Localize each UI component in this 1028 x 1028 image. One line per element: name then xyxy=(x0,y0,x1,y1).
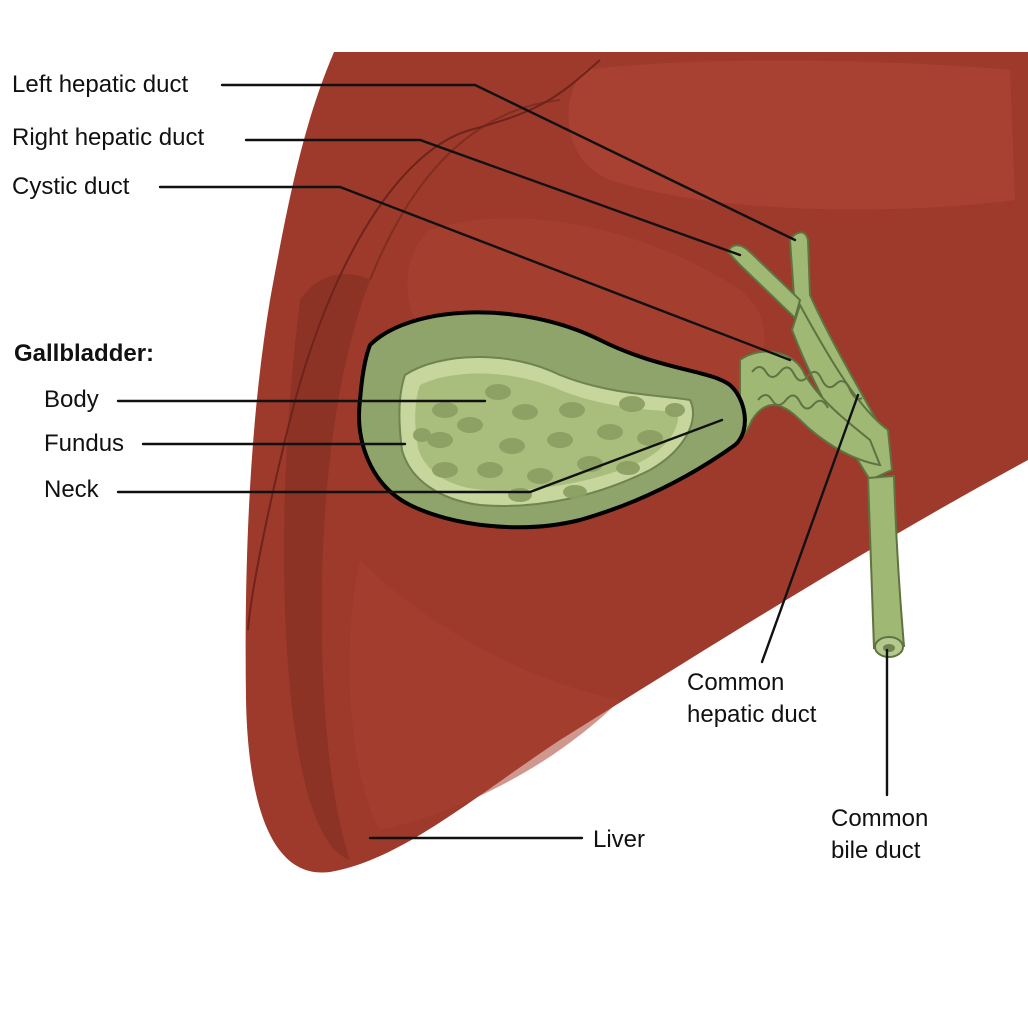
label-right-hepatic-duct: Right hepatic duct xyxy=(12,124,204,151)
leader-left-hepatic-duct xyxy=(220,83,797,242)
leader-lines xyxy=(116,83,889,840)
label-common-bile-duct-line2: bile duct xyxy=(831,837,921,864)
liver-highlight xyxy=(568,60,1015,210)
label-common-hepatic-duct-line1: Common xyxy=(687,669,784,696)
cystic-duct-folds xyxy=(751,366,863,400)
common-bile-duct-shape xyxy=(866,474,906,650)
label-common-bile-duct-line1: Common xyxy=(831,805,928,832)
leader-cystic-duct xyxy=(158,185,792,362)
cystic-duct-folds-2 xyxy=(757,394,829,410)
label-neck: Neck xyxy=(44,476,100,503)
liver-shadow-left xyxy=(283,274,370,860)
gallbladder-mucosal-folds xyxy=(413,384,685,502)
common-bile-duct-lumen xyxy=(883,644,895,652)
label-body: Body xyxy=(44,386,99,413)
labels: Left hepatic duct Right hepatic duct Cys… xyxy=(12,71,928,864)
liver-fold-line-2 xyxy=(369,99,561,281)
label-fundus: Fundus xyxy=(44,430,124,457)
leader-right-hepatic-duct xyxy=(244,138,742,257)
leader-common-hepatic-duct xyxy=(760,393,860,664)
liver-lower-highlight xyxy=(349,560,620,830)
right-hepatic-duct-shape xyxy=(726,244,802,320)
label-left-hepatic-duct: Left hepatic duct xyxy=(12,71,188,98)
bile-ducts xyxy=(726,231,906,658)
label-common-hepatic-duct-line2: hepatic duct xyxy=(687,701,817,728)
label-gallbladder-heading: Gallbladder: xyxy=(14,340,154,367)
label-liver: Liver xyxy=(593,826,645,853)
label-cystic-duct: Cystic duct xyxy=(12,173,130,200)
liver-fold-line xyxy=(247,59,601,631)
leader-neck xyxy=(116,418,724,494)
